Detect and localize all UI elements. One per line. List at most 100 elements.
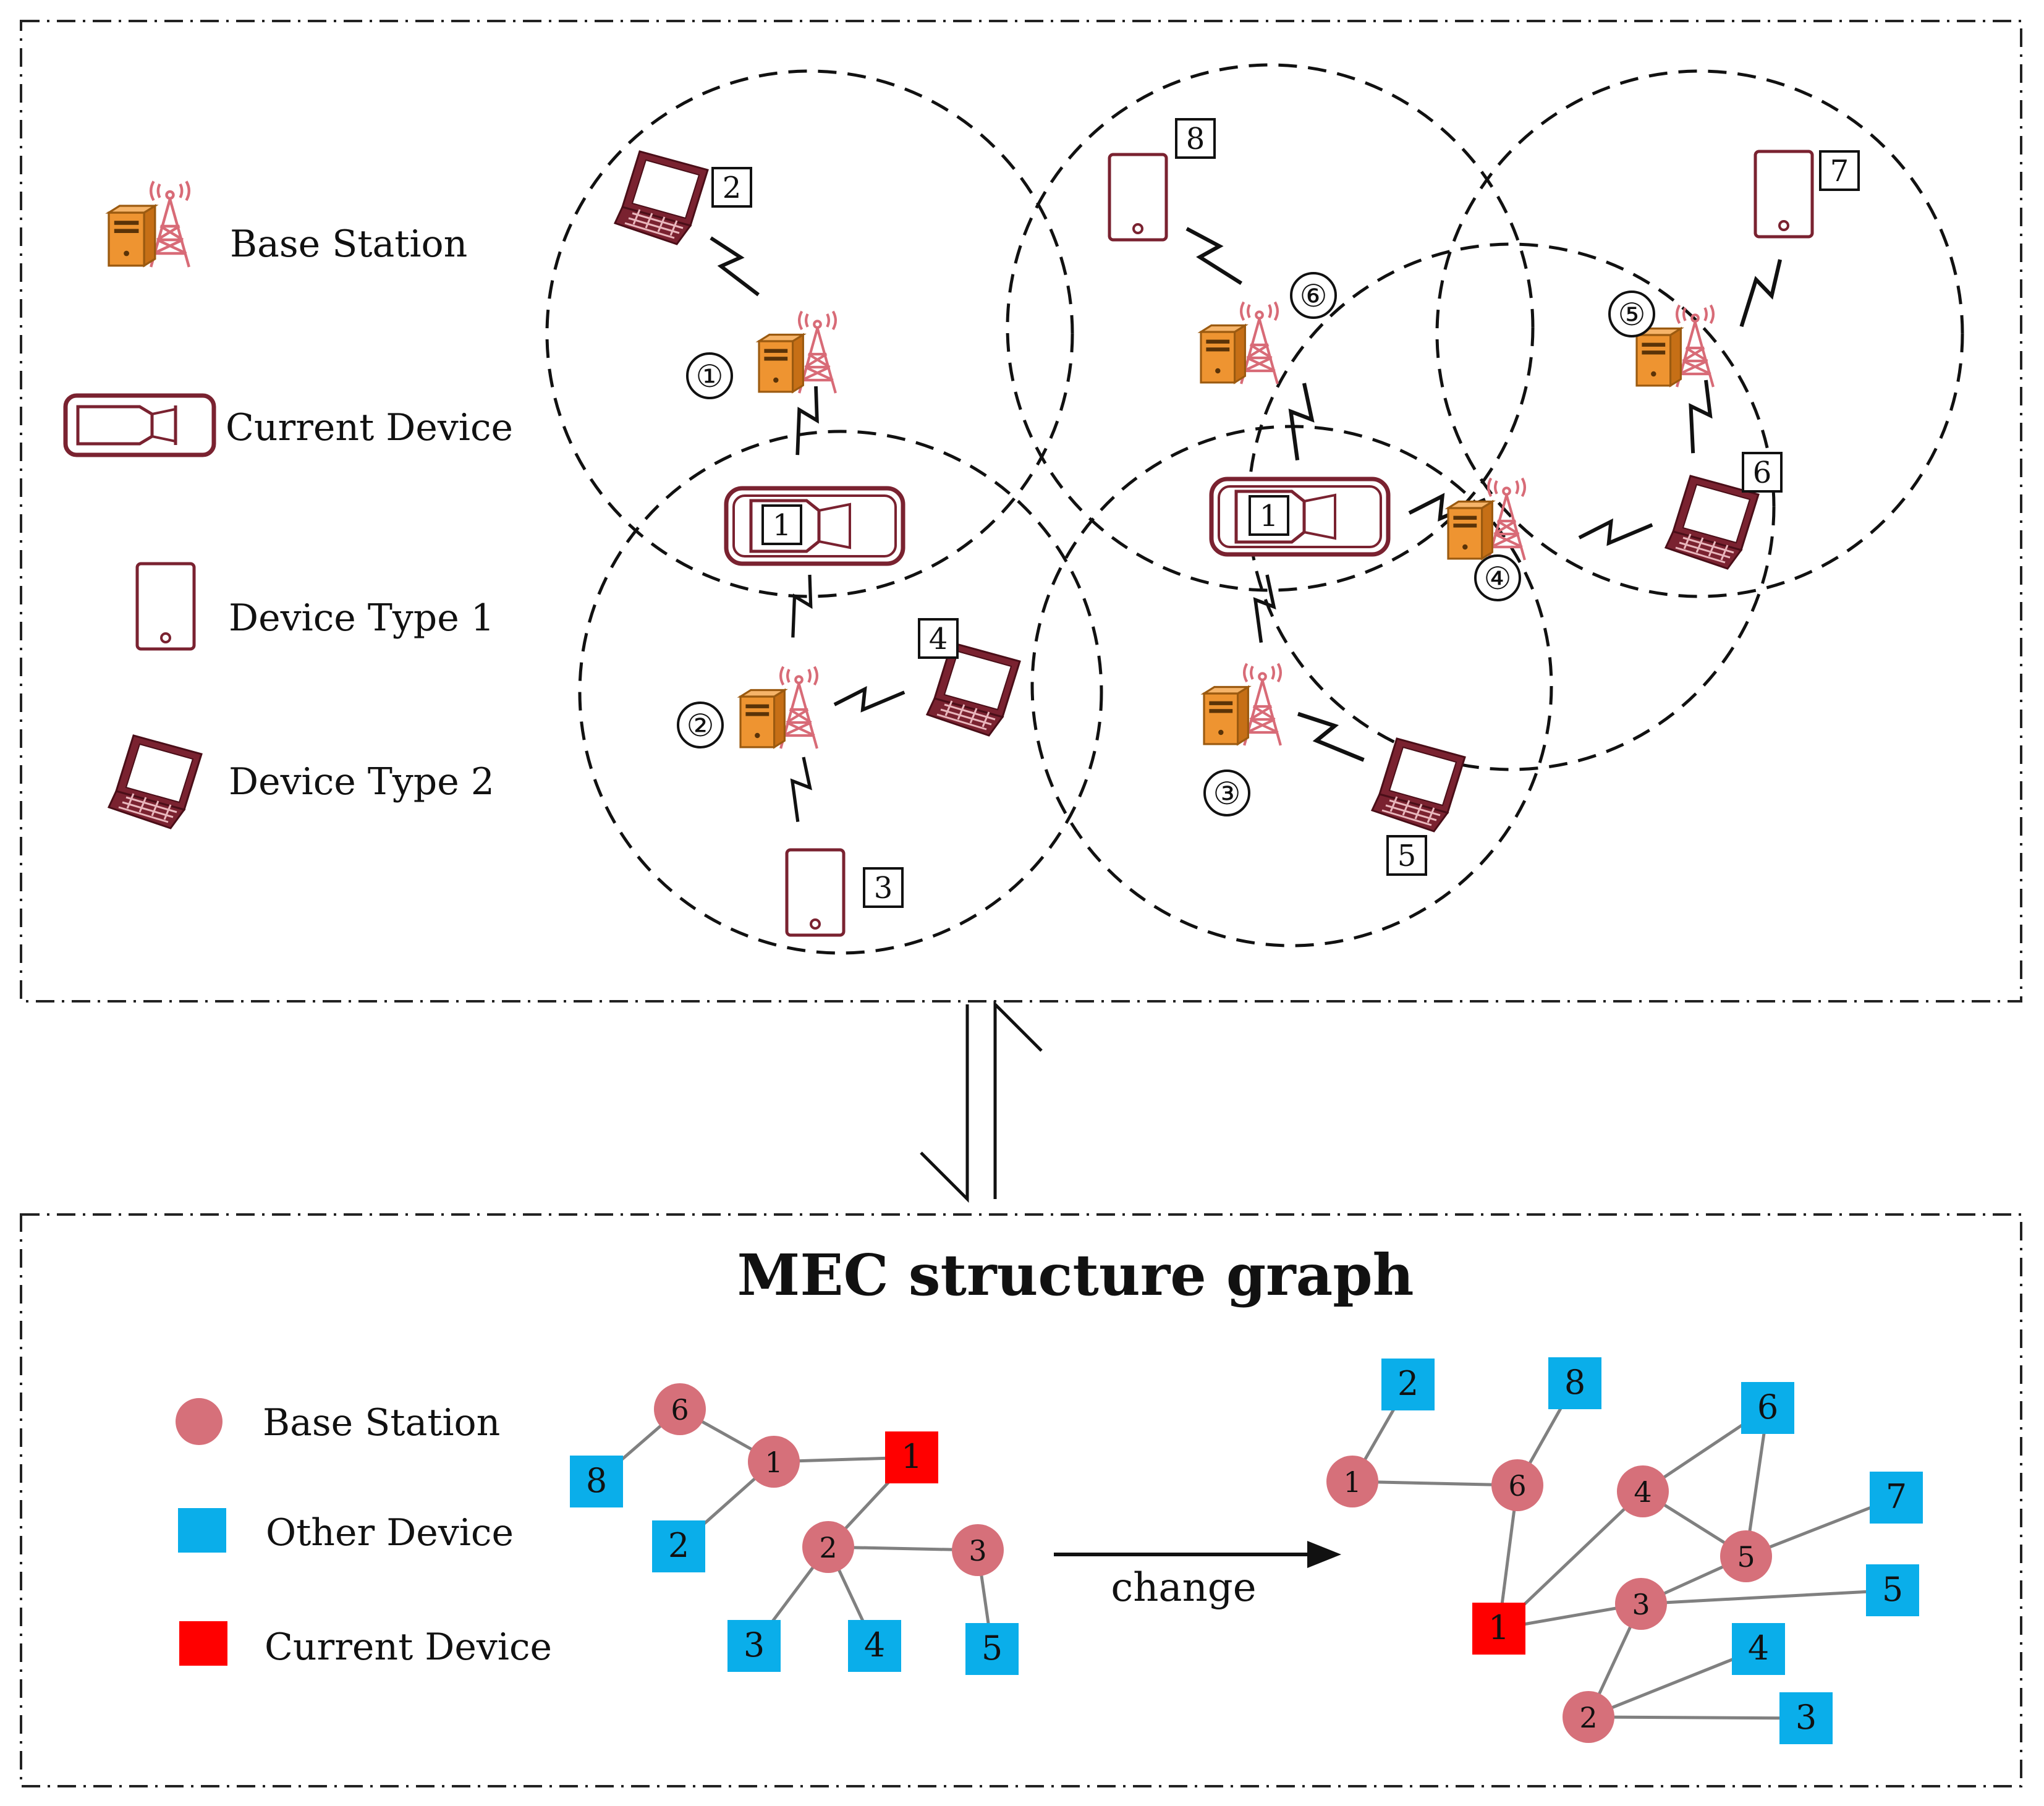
graph-right-device-label-3: 3 (1796, 1698, 1817, 1737)
station-4-badge (1474, 554, 1521, 601)
graph-right-station-node-6 (1491, 1459, 1543, 1511)
device-1a-box (761, 504, 802, 545)
station-5-badge (1608, 290, 1655, 337)
device-1a-number: 1 (773, 508, 792, 543)
graph-right-current-label-1: 1 (1488, 1608, 1509, 1647)
link-s2-d3 (789, 757, 812, 823)
graph-right-current-node-1 (1472, 1603, 1525, 1655)
car-2-icon (1211, 479, 1388, 554)
station-number-labels (677, 272, 1655, 816)
link-s6-car2 (1287, 382, 1315, 461)
top-panel-border (20, 20, 2022, 1003)
graph-right-station-node-2 (1563, 1691, 1614, 1743)
coverage-circle-5 (1435, 69, 1964, 598)
graph-right-edge-1 (1352, 1480, 1518, 1487)
graph-right-device-node-5 (1866, 1564, 1919, 1616)
laptop-2-icon (614, 150, 709, 245)
graph-left-station-node-6 (654, 1383, 706, 1435)
link-d7-s5 (1732, 254, 1789, 332)
graph-left-device-label-2: 2 (668, 1526, 689, 1565)
graph-left-device-node-8 (570, 1456, 623, 1507)
graph-left-station-label-1: 1 (765, 1446, 782, 1479)
graph-right-device-node-8 (1548, 1357, 1601, 1409)
device-5-number: 5 (1397, 839, 1417, 873)
legend-device-type2-label: Device Type 2 (229, 760, 494, 803)
graph-right-device-label-6: 6 (1757, 1388, 1778, 1427)
station-number-texts: ① ② ③ ④ ⑤ ⑥ (687, 278, 1646, 812)
graph-left-device-node-2 (652, 1520, 705, 1572)
device-1b-box (1249, 495, 1289, 536)
graph-left-device-label-8: 8 (586, 1461, 607, 1500)
device-1b-number: 1 (1260, 499, 1279, 533)
graph-left-current-node-1 (885, 1431, 938, 1483)
device-5-box (1386, 835, 1427, 876)
graph-right-station-label-4: 4 (1634, 1475, 1652, 1509)
graph-right-edge-11 (1640, 1588, 1893, 1606)
station-1-badge (686, 352, 733, 399)
legend-current-device-label: Current Device (265, 1626, 552, 1669)
device-3-box (863, 867, 904, 908)
legend-phone-icon (137, 564, 194, 649)
graph-right-device-node-3 (1779, 1692, 1833, 1744)
legend-current-device-label: Current Device (226, 406, 513, 449)
graph-right-device-node-7 (1870, 1472, 1923, 1524)
link-d2-s1 (703, 231, 766, 302)
station-5-number: ⑤ (1618, 297, 1646, 333)
graph-right-edge-14 (1588, 1715, 1807, 1720)
graph-right-device-label-2: 2 (1397, 1364, 1419, 1403)
legend-base-station-icon (109, 181, 189, 267)
graph-right-station-label-5: 5 (1737, 1540, 1755, 1574)
graph-right-device-label-5: 5 (1882, 1570, 1903, 1609)
device-2-number: 2 (723, 171, 742, 205)
graph-title: MEC structure graph (737, 1242, 1414, 1308)
station-3-icon (1204, 664, 1281, 745)
graph-right-station-label-1: 1 (1343, 1465, 1361, 1499)
station-6-icon (1201, 302, 1278, 384)
graph-right-device-label-7: 7 (1886, 1477, 1907, 1516)
station-4-number: ④ (1484, 561, 1512, 596)
device-4-number: 4 (929, 622, 948, 656)
coverage-circle-4 (1247, 242, 1776, 771)
bottom-panel-border (20, 1213, 2022, 1787)
graph-right-station-node-1 (1326, 1456, 1378, 1507)
graph-left-station-label-6: 6 (671, 1393, 689, 1427)
link-s3-d5 (1292, 705, 1370, 769)
phone-8-icon (1109, 155, 1166, 240)
station-2-number: ② (687, 708, 715, 744)
device-number-boxes (711, 118, 1860, 908)
station-2-icon (740, 667, 817, 748)
phone-7-icon (1755, 151, 1812, 237)
legend-car-icon (66, 396, 214, 455)
transform-arrow (920, 1000, 1043, 1203)
graph-right-station-node-3 (1615, 1578, 1667, 1630)
graph-right-edge-13 (1588, 1647, 1759, 1719)
link-d8-s6 (1179, 221, 1249, 291)
station-4-icon (1448, 478, 1525, 560)
legend-station-label: Base Station (263, 1401, 500, 1444)
graph-left-device-node-5 (965, 1623, 1019, 1675)
graph-left-device-label-5: 5 (982, 1629, 1003, 1668)
graph-right-station-label-6: 6 (1508, 1469, 1526, 1503)
device-3-number: 3 (874, 871, 893, 905)
legend-laptop-icon (108, 734, 203, 829)
station-2-badge (677, 702, 724, 748)
station-3-number: ③ (1213, 776, 1241, 812)
device-4-box (918, 618, 959, 659)
graph-right-station-label-3: 3 (1632, 1588, 1650, 1621)
phone-3-icon (787, 850, 844, 935)
coverage-circle-6 (1006, 63, 1535, 592)
link-s2-d4 (833, 682, 906, 714)
device-7-number: 7 (1830, 154, 1849, 189)
legend-base-station-label: Base Station (230, 223, 467, 266)
coverage-circle-1 (545, 69, 1074, 598)
legend-device-type1-label: Device Type 1 (229, 596, 494, 640)
coverage-circle-2 (578, 430, 1103, 955)
graph-left-device-node-3 (727, 1620, 781, 1672)
laptop-5-icon (1371, 737, 1466, 833)
graph-right-station-node-4 (1617, 1465, 1669, 1517)
car-1-icon (726, 488, 903, 564)
graph-left-device-label-4: 4 (864, 1626, 885, 1664)
station-3-badge (1203, 769, 1250, 816)
